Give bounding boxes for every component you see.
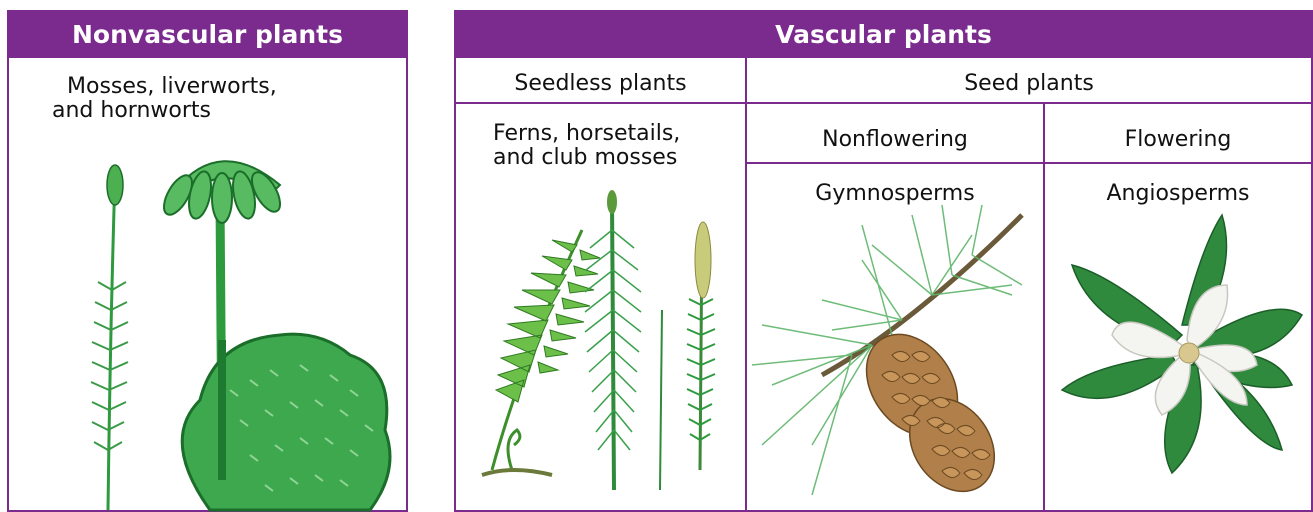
nonvascular-caption-line2: and hornworts — [52, 99, 352, 123]
flowering-label: Flowering — [1045, 128, 1311, 152]
moss-liverwort-hornwort-illustration — [50, 140, 405, 510]
magnolia-flower-illustration — [1052, 215, 1310, 475]
seedless-caption-line2: and club mosses — [493, 146, 743, 170]
divider-row1 — [454, 102, 1313, 104]
fern-horsetail-clubmoss-illustration — [462, 190, 742, 510]
nonvascular-header: Nonvascular plants — [9, 12, 406, 58]
nonvascular-caption-line1: Mosses, liverworts, — [67, 75, 367, 99]
divider-row2 — [745, 162, 1313, 164]
divider-nonflowering-flowering — [1043, 104, 1045, 512]
vascular-header: Vascular plants — [456, 12, 1311, 58]
seedless-caption-line1: Ferns, horsetails, — [493, 122, 743, 146]
angiosperms-label: Angiosperms — [1045, 182, 1311, 206]
gymnosperms-label: Gymnosperms — [747, 182, 1043, 206]
seed-plants-label: Seed plants — [747, 72, 1311, 96]
divider-seedless-seed — [745, 56, 747, 512]
pine-cone-illustration — [752, 205, 1040, 510]
seedless-plants-label: Seedless plants — [456, 72, 745, 96]
nonflowering-label: Nonflowering — [747, 128, 1043, 152]
